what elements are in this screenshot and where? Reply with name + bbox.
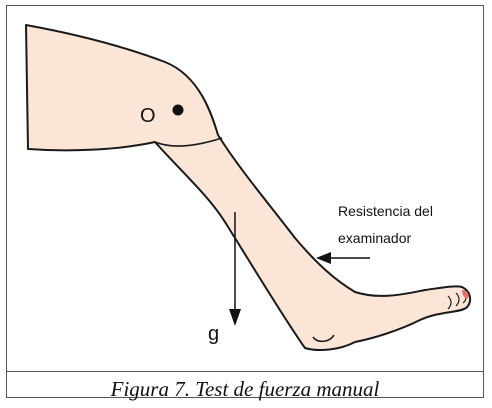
leg-shape [25, 24, 472, 351]
resistance-label-line1: Resistencia del [338, 203, 433, 219]
caption-divider [6, 371, 484, 372]
ankle-bone [312, 334, 335, 343]
knee-crease [154, 137, 223, 147]
axis-point [172, 104, 184, 116]
gravity-label: g [208, 323, 220, 345]
point-o-label: O [140, 105, 156, 127]
resistance-label-line2: examinador [338, 230, 412, 246]
gravity-arrow [229, 212, 241, 326]
resistance-arrow [316, 252, 370, 264]
toenail [462, 290, 469, 299]
figure-caption: Figura 7. Test de fuerza manual [110, 377, 380, 401]
